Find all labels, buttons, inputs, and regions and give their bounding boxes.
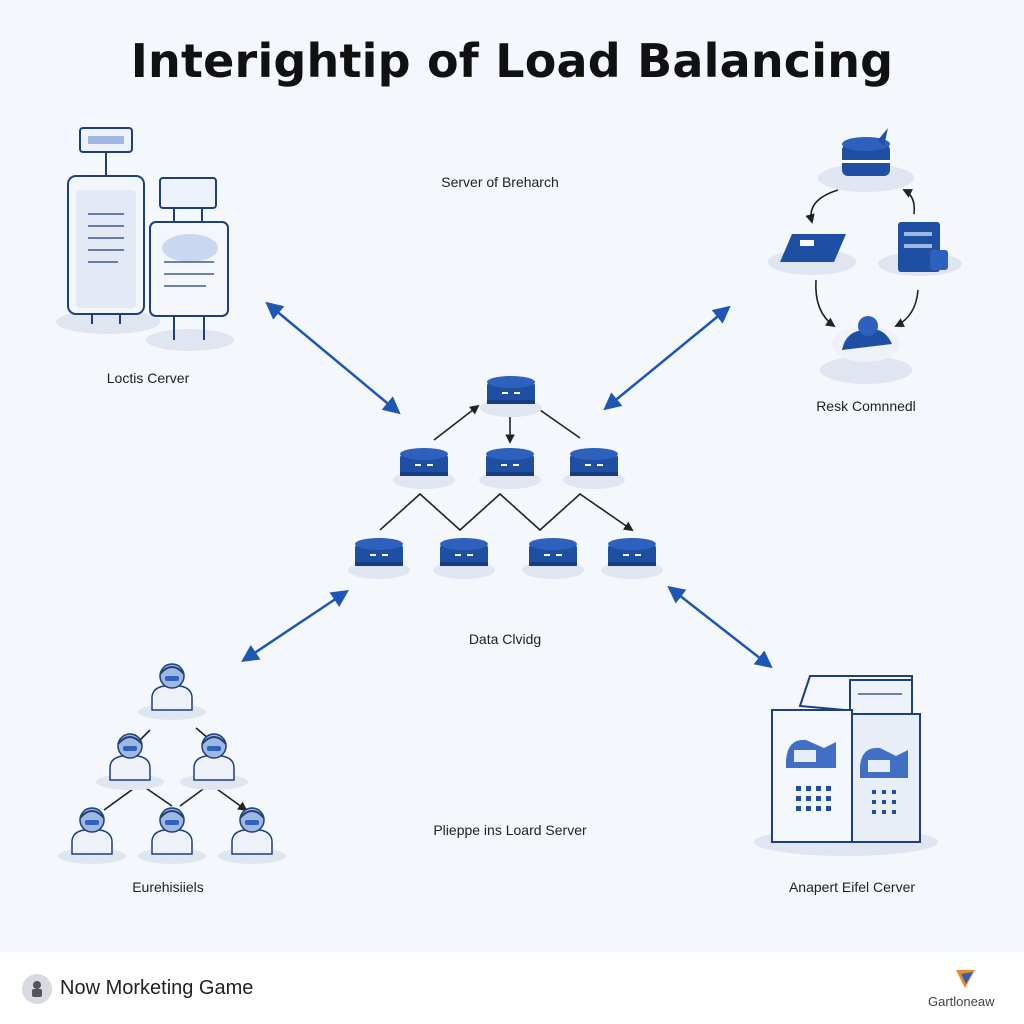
footer-title: Now Morketing Game [60, 977, 254, 999]
brand-logo-icon [956, 970, 975, 988]
cycle-illustration [768, 128, 962, 384]
game-logo-icon [22, 974, 52, 1004]
label-users: Eurehisiiels [132, 879, 204, 895]
server-box-illustration [754, 675, 938, 856]
label-resk-command: Resk Comnnedl [816, 398, 916, 414]
server-rack-illustration [56, 127, 234, 351]
label-loctis-server: Loctis Cerver [106, 370, 190, 386]
user-tree [57, 663, 287, 865]
footer-bar: Now Morketing Game [0, 952, 1024, 1024]
page-title: Interightip of Load Balancing [130, 34, 894, 88]
label-anapert-server: Anapert Eifel Cerver [788, 879, 916, 895]
brand-name: Gartloneaw [928, 994, 995, 1009]
connection-arrows [241, 301, 773, 669]
label-server-branch: Server of Breharch [441, 174, 559, 190]
label-load-server: Plieppe ins Loard Server [433, 822, 587, 838]
disk-tree [348, 376, 663, 579]
label-data-cloud: Data Clvidg [468, 631, 542, 647]
